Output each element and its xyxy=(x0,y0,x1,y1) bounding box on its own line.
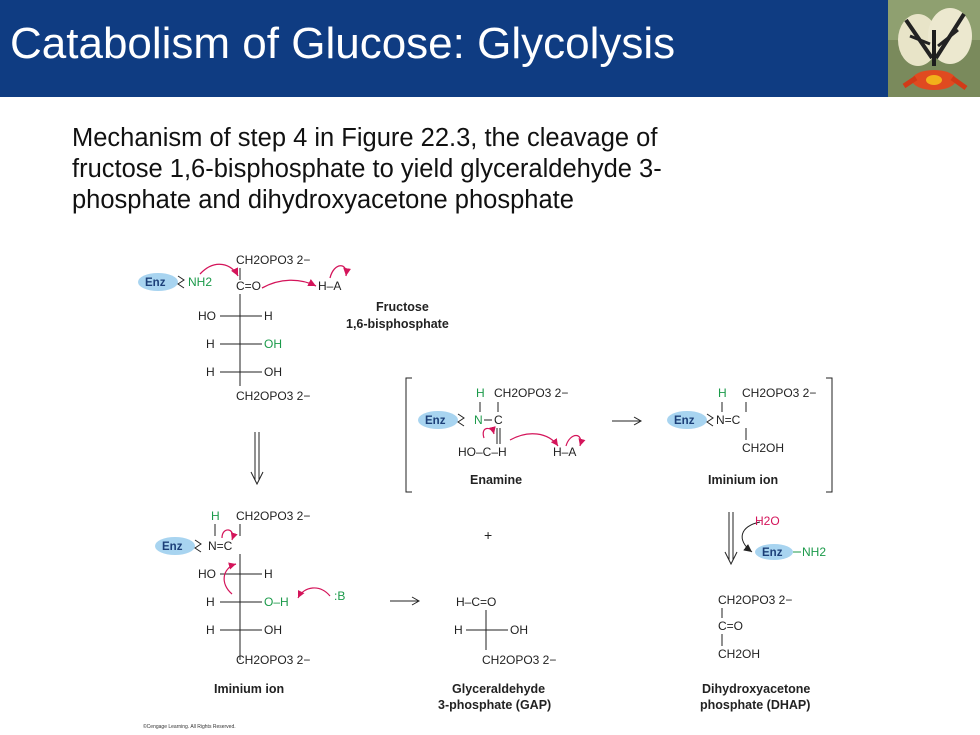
ch2oh-label: CH2OH xyxy=(718,647,760,661)
attack-arrow xyxy=(199,263,239,277)
intro-line: phosphate and dihydroxyacetone phosphate xyxy=(72,186,574,214)
enz-label: Enz xyxy=(674,415,695,427)
nc-label: N=C xyxy=(208,539,233,553)
enzyme-ellipse xyxy=(418,411,458,429)
acid-label: H–A xyxy=(318,279,341,293)
compound-label: 3-phosphate (GAP) xyxy=(438,698,551,712)
carbonyl-label: C=O xyxy=(236,279,261,293)
phosphate-label: CH2OPO3 2− xyxy=(494,386,568,400)
intro-text: Mechanism of step 4 in Figure 22.3, the … xyxy=(72,123,842,216)
row-left: H xyxy=(454,623,463,637)
enz-label: Enz xyxy=(762,547,783,559)
enz-label: Enz xyxy=(145,277,166,289)
phosphate-label: CH2OPO3 2− xyxy=(236,253,310,267)
water-label: H2O xyxy=(755,514,780,528)
row-left: HO xyxy=(198,567,216,581)
row-right: H xyxy=(264,309,273,323)
proton-arrow xyxy=(565,434,586,447)
hydrolysis-step: H2O Enz NH2 xyxy=(724,512,826,566)
enzyme-ellipse xyxy=(667,411,707,429)
row-right: H xyxy=(264,567,273,581)
row-right: OH xyxy=(264,365,282,379)
n-label: N xyxy=(474,413,483,427)
row-left: H xyxy=(206,595,215,609)
compound-label: Glyceraldehyde xyxy=(452,682,545,696)
nc-label: N=C xyxy=(716,413,741,427)
compound-label: Iminium ion xyxy=(708,473,778,487)
amine-label: NH2 xyxy=(188,275,212,289)
h-label: H xyxy=(211,509,220,523)
compound-label: Enamine xyxy=(470,473,522,487)
row-left: HO xyxy=(198,309,216,323)
row-left: H xyxy=(206,365,215,379)
enzyme-ellipse xyxy=(755,544,793,560)
base-label: :B xyxy=(334,589,345,603)
row-right: OH xyxy=(510,623,528,637)
enzyme-ellipse xyxy=(155,537,195,555)
compound-label: Iminium ion xyxy=(214,682,284,696)
phosphate-label: CH2OPO3 2− xyxy=(742,386,816,400)
proton-arrow xyxy=(509,433,559,447)
c-label: C xyxy=(494,413,503,427)
butterfly-photo-icon xyxy=(888,0,980,97)
reaction-arrow-down xyxy=(250,432,264,486)
phosphate-label: CH2OPO3 2− xyxy=(482,653,556,667)
slide-title: Catabolism of Glucose: Glycolysis xyxy=(10,19,676,68)
compound-label: phosphate (DHAP) xyxy=(700,698,810,712)
enamine-structure: H CH2OPO3 2− Enz N C HO–C–H H–A Enamine xyxy=(418,386,586,487)
intro-line: Mechanism of step 4 in Figure 22.3, the … xyxy=(72,124,658,152)
enz-label: Enz xyxy=(425,415,446,427)
enz-label: Enz xyxy=(162,541,183,553)
gap-structure: H–C=O H OH CH2OPO3 2− Glyceraldehyde 3-p… xyxy=(438,595,556,712)
plus-sign: + xyxy=(484,527,492,543)
row-left: H xyxy=(206,623,215,637)
aldehyde-label: H–C=O xyxy=(456,595,496,609)
hydroxyl-highlight: OH xyxy=(264,337,282,351)
hydroxyl-highlight: O–H xyxy=(264,595,289,609)
h-label: H xyxy=(476,386,485,400)
carbonyl-label: C=O xyxy=(718,619,743,633)
compound-label: 1,6-bisphosphate xyxy=(346,317,449,331)
copyright-notice: ©Cengage Learning. All Rights Reserved. xyxy=(143,724,236,730)
hoch-label: HO–C–H xyxy=(458,445,507,459)
compound-label: Fructose xyxy=(376,300,429,314)
ch2oh-label: CH2OH xyxy=(742,441,784,455)
phosphate-label: CH2OPO3 2− xyxy=(718,593,792,607)
reaction-arrow-right xyxy=(612,416,643,426)
acid-label: H–A xyxy=(553,445,576,459)
reaction-arrow-right xyxy=(390,596,421,606)
amine-label: NH2 xyxy=(802,545,826,559)
intro-line: fructose 1,6-bisphosphate to yield glyce… xyxy=(72,155,662,183)
enzyme-ellipse xyxy=(138,273,178,291)
proton-arrow xyxy=(261,279,317,289)
dhap-structure: CH2OPO3 2− C=O CH2OH Dihydroxyacetone ph… xyxy=(700,593,810,712)
proton-arrow xyxy=(329,265,351,279)
compound-label: Dihydroxyacetone xyxy=(702,682,810,696)
phosphate-label: CH2OPO3 2− xyxy=(236,653,310,667)
iminium-left-structure: H CH2OPO3 2− Enz N=C HO H H O–H :B H OH … xyxy=(155,509,345,696)
fructose-structure: CH2OPO3 2− Enz NH2 C=O H–A HO H H OH H O… xyxy=(138,253,449,403)
row-left: H xyxy=(206,337,215,351)
title-bar: Catabolism of Glucose: Glycolysis xyxy=(0,0,980,97)
phosphate-label: CH2OPO3 2− xyxy=(236,509,310,523)
electron-arrow xyxy=(482,426,496,439)
intermediate-bracket xyxy=(405,377,833,493)
h-label: H xyxy=(718,386,727,400)
row-right: OH xyxy=(264,623,282,637)
iminium-right-structure: H CH2OPO3 2− Enz N=C CH2OH Iminium ion xyxy=(667,386,816,487)
phosphate-label: CH2OPO3 2− xyxy=(236,389,310,403)
